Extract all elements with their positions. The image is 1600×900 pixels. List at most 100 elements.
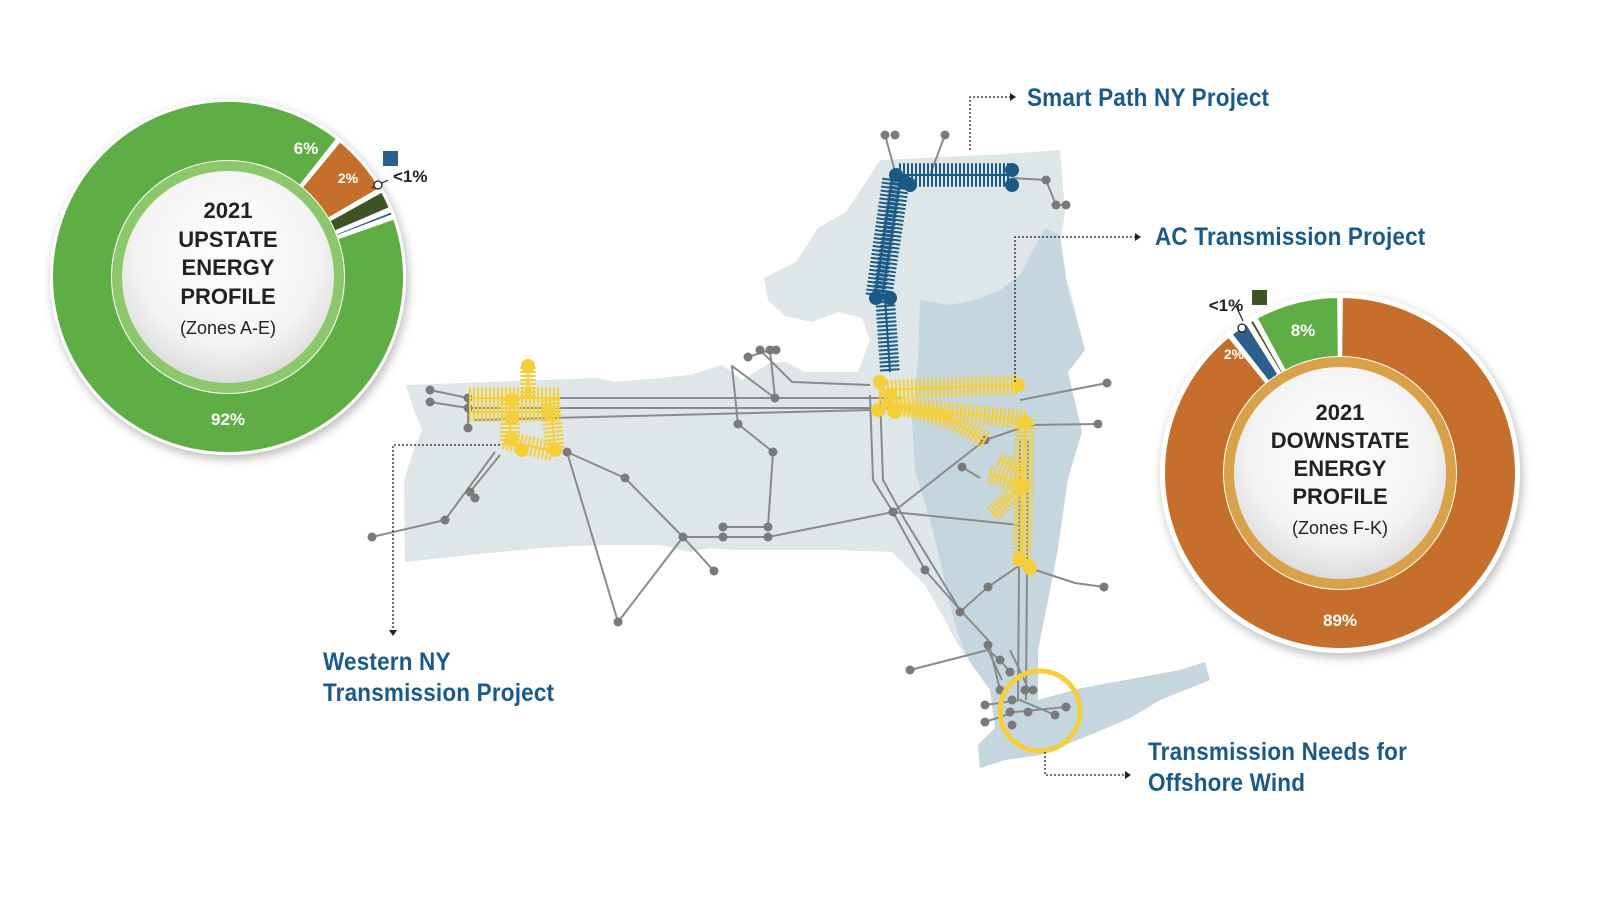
western-ny-tick xyxy=(544,440,551,461)
smart-path-tick xyxy=(888,189,909,195)
smart-path-tick xyxy=(870,256,891,262)
arrow-right-icon xyxy=(1135,233,1141,241)
western-ny-tick xyxy=(543,429,564,434)
smart-path-tick xyxy=(876,213,897,218)
smart-path-tick xyxy=(885,209,906,214)
western-ny-tick xyxy=(540,402,561,406)
upstate-year: 2021 xyxy=(204,198,253,223)
smart-path-node xyxy=(869,291,883,305)
substation-node xyxy=(718,522,728,532)
smart-path-tick xyxy=(887,193,908,199)
ac-transmission-tick xyxy=(966,376,970,397)
smart-path-tick xyxy=(877,260,898,266)
ac-transmission-tick xyxy=(969,425,980,442)
substation-node xyxy=(709,566,719,576)
ac-transmission-tick xyxy=(986,466,994,484)
western-ny-tick xyxy=(540,439,547,460)
ac-transmission-tick xyxy=(1001,492,1015,506)
ac-transmission-leader xyxy=(1014,236,1135,382)
smart-path-tick xyxy=(878,256,898,262)
transmission-line xyxy=(987,564,1021,588)
ac-transmission-tick xyxy=(998,407,1003,428)
transmission-line xyxy=(1029,423,1099,426)
downstate-label-89: 89% xyxy=(1323,611,1357,630)
ac-transmission-tick xyxy=(951,416,962,432)
smart-path-tick xyxy=(878,205,898,210)
transmission-line xyxy=(892,511,1021,526)
ac-transmission-tick xyxy=(906,378,910,399)
ac-transmission-tick xyxy=(990,467,998,485)
western-ny-tick xyxy=(540,398,560,402)
smart-path-tick xyxy=(881,181,902,187)
ac-transmission-tick xyxy=(903,399,911,417)
western-ny-tick xyxy=(542,421,563,426)
smart-path-tick xyxy=(878,352,899,356)
yellow-project-highlights xyxy=(469,359,1037,575)
ac-transmission-tick xyxy=(986,376,990,397)
smart-path-tick xyxy=(878,252,899,258)
smart-path-tick xyxy=(880,240,901,246)
smart-path-tick xyxy=(875,221,896,226)
smart-path-tick xyxy=(880,189,901,195)
substation-node xyxy=(890,130,900,140)
substation-node xyxy=(1007,695,1017,705)
ac-transmission-tick xyxy=(1002,375,1006,396)
western-ny-node xyxy=(505,433,519,447)
smart-path-tick xyxy=(879,368,900,372)
smart-path-tick xyxy=(873,237,894,242)
ac-transmission-tick xyxy=(992,500,1007,515)
ac-transmission-tick xyxy=(994,375,998,396)
ac-transmission-tick xyxy=(979,431,990,448)
upstate-label-minor: <1% xyxy=(393,167,428,186)
smart-path-tick xyxy=(874,233,894,238)
smart-path-node xyxy=(883,291,897,305)
smart-path-tick xyxy=(879,364,900,368)
ac-transmission-tick xyxy=(994,406,999,427)
transmission-line xyxy=(469,454,501,493)
smart-path-tick xyxy=(879,193,900,199)
upstate-segments xyxy=(50,100,405,454)
ac-transmission-tick xyxy=(942,377,946,398)
leader-lines xyxy=(392,96,1135,776)
arrow-down-icon xyxy=(389,630,397,636)
ac-transmission-tick xyxy=(922,404,930,422)
substation-node xyxy=(940,130,950,140)
green-square-icon xyxy=(1252,290,1267,305)
smart-path-tick xyxy=(869,264,890,270)
ac-transmission-node xyxy=(1011,378,1025,392)
substation-node xyxy=(1020,685,1030,695)
downstate-label-8: 8% xyxy=(1291,321,1316,340)
ac-transmission-tick xyxy=(938,377,942,398)
substation-node xyxy=(957,462,967,472)
ac-transmission-tick xyxy=(1009,484,1023,498)
ac-transmission-tick xyxy=(990,375,994,396)
ac-transmission-node xyxy=(883,388,897,402)
ac-transmission-tick xyxy=(965,423,976,440)
downstate-minor-pointer-dot xyxy=(1237,323,1247,333)
smart-path-tick xyxy=(879,248,900,254)
smart-path-tick xyxy=(877,328,898,332)
smart-path-tick xyxy=(878,344,899,348)
ac-transmission-tick xyxy=(982,376,986,397)
ac-transmission-tick xyxy=(938,408,945,427)
smart-path-tick xyxy=(875,225,896,230)
ac-transmission-tick xyxy=(948,414,959,430)
ac-transmission-tick xyxy=(996,452,1004,468)
ac-transmission-tick xyxy=(999,454,1008,470)
ac-transmission-tick xyxy=(1006,408,1011,429)
western-ny-node xyxy=(505,411,519,425)
smart-path-tick xyxy=(867,280,888,286)
ac-transmission-tick xyxy=(922,399,927,420)
ac-transmission-tick xyxy=(1005,472,1013,490)
smart-path-tick xyxy=(879,244,900,250)
smart-path-node xyxy=(903,178,917,192)
western-ny-node xyxy=(505,393,519,407)
substation-node xyxy=(743,352,753,362)
substation-node xyxy=(1061,200,1071,210)
substation-node xyxy=(1005,707,1015,717)
eastern-zone-shading xyxy=(912,228,1210,768)
smart-path-tick xyxy=(874,280,895,286)
smart-path-tick xyxy=(876,268,897,274)
ac-transmission-tick xyxy=(1006,486,1021,501)
offshore-wind-label: Transmission Needs for Offshore Wind xyxy=(1148,737,1407,799)
